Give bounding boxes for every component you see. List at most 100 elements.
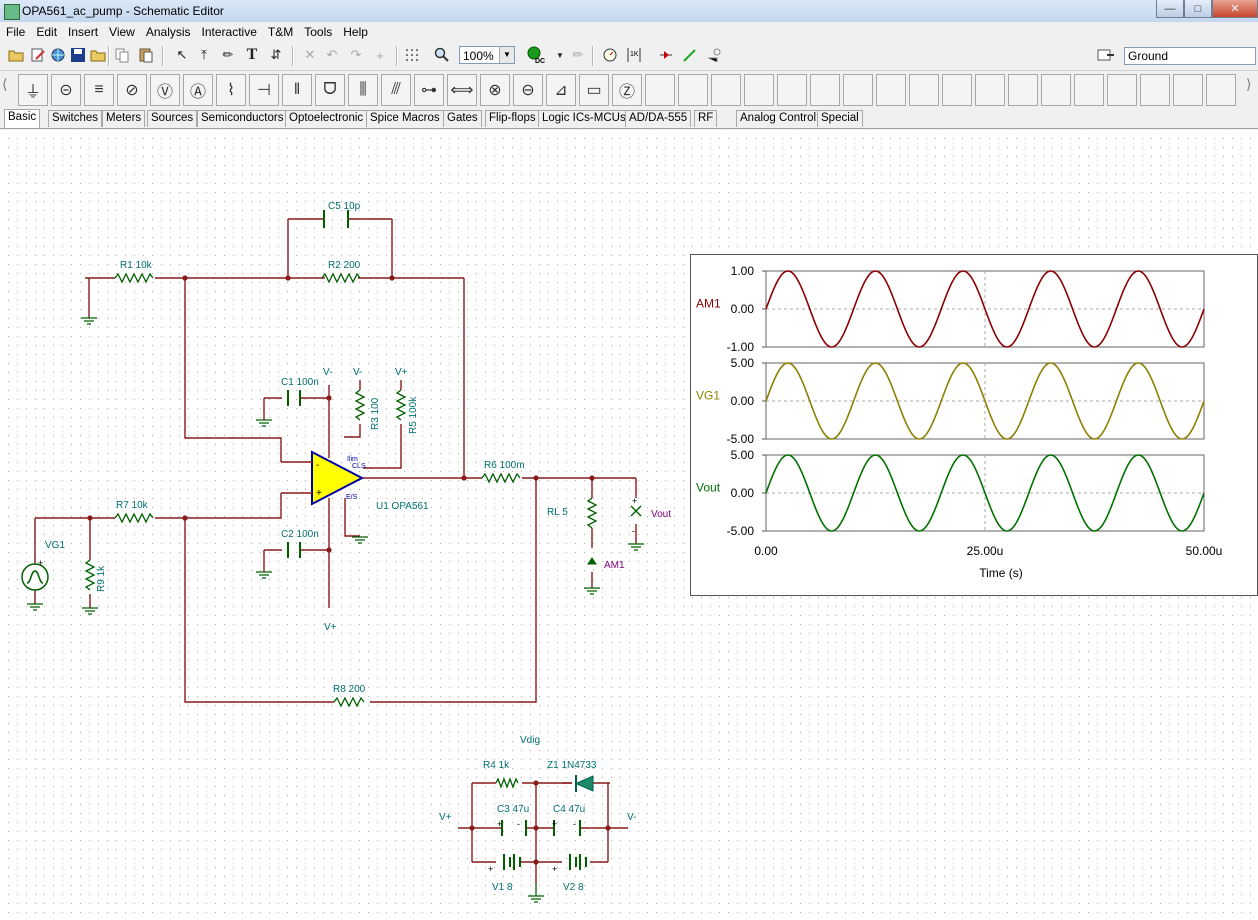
switch-comp-icon[interactable]: ⊶ xyxy=(414,74,444,106)
tab-switches[interactable]: Switches xyxy=(48,110,103,127)
menu-tools[interactable]: Tools xyxy=(304,25,333,39)
text-tool-icon[interactable]: T xyxy=(246,46,258,63)
label-rl: RL 5 xyxy=(547,507,568,518)
pin-icon[interactable]: + xyxy=(376,47,384,63)
label-r7: R7 10k xyxy=(116,500,149,511)
meter-icon[interactable] xyxy=(600,45,620,65)
copy-icon[interactable] xyxy=(112,45,132,65)
tab-logic-ics[interactable]: Logic ICs-MCUs xyxy=(538,110,630,127)
schematic-canvas[interactable]: - + C5 10p R1 10k R2 20 xyxy=(0,130,1258,920)
menu-insert[interactable]: Insert xyxy=(68,25,99,39)
fuse-icon[interactable]: ⟺ xyxy=(447,74,477,106)
open-folder-icon[interactable] xyxy=(6,45,26,65)
tab-ad-da[interactable]: AD/DA-555 xyxy=(625,110,692,127)
svg-text:+: + xyxy=(552,819,557,829)
svg-text:-: - xyxy=(517,819,520,829)
zoom-value: 100% xyxy=(463,49,494,63)
dc-dropdown-icon[interactable]: ▼ xyxy=(556,50,564,60)
app-icon xyxy=(4,4,20,20)
potentiometer-icon[interactable]: ⊣ xyxy=(249,74,279,106)
resistor-ohm-icon[interactable]: 1K xyxy=(624,45,644,65)
scroll-right-icon[interactable]: ⟩ xyxy=(1246,76,1252,92)
select-arrow-icon[interactable]: ↖ xyxy=(176,47,188,62)
diode-tool-icon[interactable] xyxy=(656,45,676,65)
redo-icon[interactable]: ↷ xyxy=(350,47,362,62)
open-icon[interactable] xyxy=(88,45,108,65)
resistor-icon[interactable]: ⌇ xyxy=(216,74,246,106)
capacitor-icon[interactable]: ‖ xyxy=(282,74,312,106)
tab-basic[interactable]: Basic xyxy=(4,109,41,128)
tab-meters[interactable]: Meters xyxy=(102,110,146,127)
net-select-icon[interactable] xyxy=(1096,45,1116,65)
label-r1: R1 10k xyxy=(120,260,153,271)
empty-palette-slot xyxy=(942,74,972,106)
menu-tm[interactable]: T&M xyxy=(267,25,294,39)
ammeter-a-icon[interactable]: Ⓐ xyxy=(183,74,213,106)
chevron-down-icon[interactable]: ▼ xyxy=(499,47,514,63)
close-button[interactable]: ✕ xyxy=(1212,0,1258,18)
paste-icon[interactable] xyxy=(136,45,156,65)
tab-special[interactable]: Special xyxy=(817,110,863,127)
pen-icon[interactable]: ✏ xyxy=(222,47,234,62)
menu-analysis[interactable]: Analysis xyxy=(145,25,191,39)
delete-icon[interactable]: ✕ xyxy=(304,47,316,62)
battery-icon[interactable]: ⊝ xyxy=(51,74,81,106)
minimize-button[interactable]: — xyxy=(1156,0,1184,18)
tab-flip-flops[interactable]: Flip-flops xyxy=(485,110,540,127)
tab-rf[interactable]: RF xyxy=(694,110,718,127)
dc-analysis-icon[interactable]: DC xyxy=(526,45,546,65)
tab-optoelectronic[interactable]: Optoelectronic xyxy=(285,110,368,127)
empty-palette-slot xyxy=(876,74,906,106)
wire-probe-icon[interactable] xyxy=(704,45,724,65)
y-tick-label: 5.00 xyxy=(731,448,755,462)
grid-icon[interactable] xyxy=(402,45,422,65)
tab-spice-macros[interactable]: Spice Macros xyxy=(366,110,444,127)
resistor-sym-icon[interactable]: ▭ xyxy=(579,74,609,106)
label-vout: Vout xyxy=(651,509,671,520)
x-axis-label: Time (s) xyxy=(979,566,1023,580)
menu-file[interactable]: File xyxy=(6,25,26,39)
menu-view[interactable]: View xyxy=(109,25,135,39)
ammeter-icon[interactable]: ⊘ xyxy=(117,74,147,106)
label-c1: C1 100n xyxy=(281,377,319,388)
bulb-icon[interactable]: ⊖ xyxy=(513,74,543,106)
label-v1: V1 8 xyxy=(492,882,513,893)
flip-icon[interactable]: ⇵ xyxy=(270,47,282,62)
net-name-field[interactable]: Ground xyxy=(1124,47,1256,65)
svg-text:+: + xyxy=(38,558,43,568)
menu-interactive[interactable]: Interactive xyxy=(201,25,257,39)
tab-semiconductors[interactable]: Semiconductors xyxy=(197,110,288,127)
edit-icon[interactable] xyxy=(28,45,48,65)
web-icon[interactable] xyxy=(48,45,68,65)
varistor-icon[interactable]: ⊿ xyxy=(546,74,576,106)
coupled-icon[interactable]: ⫻ xyxy=(381,74,411,106)
wire-tool-icon[interactable]: ⤒ xyxy=(201,47,207,62)
label-c2: C2 100n xyxy=(281,529,319,540)
lamp-x-icon[interactable]: ⊗ xyxy=(480,74,510,106)
scroll-left-icon[interactable]: ⟨ xyxy=(2,76,8,92)
ground-icon[interactable]: ⏚ xyxy=(18,74,48,106)
menu-help[interactable]: Help xyxy=(343,25,368,39)
voltmeter-icon[interactable]: Ⓥ xyxy=(150,74,180,106)
series-line-vout xyxy=(765,454,1205,532)
tab-gates[interactable]: Gates xyxy=(443,110,482,127)
inductor-icon[interactable]: ᗜ xyxy=(315,74,345,106)
tab-sources[interactable]: Sources xyxy=(147,110,198,127)
series-label-am1: AM1 xyxy=(696,296,721,310)
transformer-icon[interactable]: ⫼ xyxy=(348,74,378,106)
menu-edit[interactable]: Edit xyxy=(36,25,58,39)
cell-icon[interactable]: ≡ xyxy=(84,74,114,106)
zoom-select[interactable]: 100% ▼ xyxy=(459,46,515,64)
impedance-icon[interactable]: Ⓩ xyxy=(612,74,642,106)
x-tick-label: 25.00u xyxy=(967,544,1004,558)
tab-analog-control[interactable]: Analog Control xyxy=(736,110,821,127)
maximize-button[interactable]: □ xyxy=(1184,0,1212,18)
probe-arrow-icon[interactable] xyxy=(680,45,700,65)
undo-icon[interactable]: ↶ xyxy=(326,47,338,62)
zoom-icon[interactable] xyxy=(432,45,452,65)
label-r5: R5 100k xyxy=(408,396,419,434)
save-icon[interactable] xyxy=(68,45,88,65)
probe-icon[interactable]: ✏ xyxy=(572,47,584,62)
